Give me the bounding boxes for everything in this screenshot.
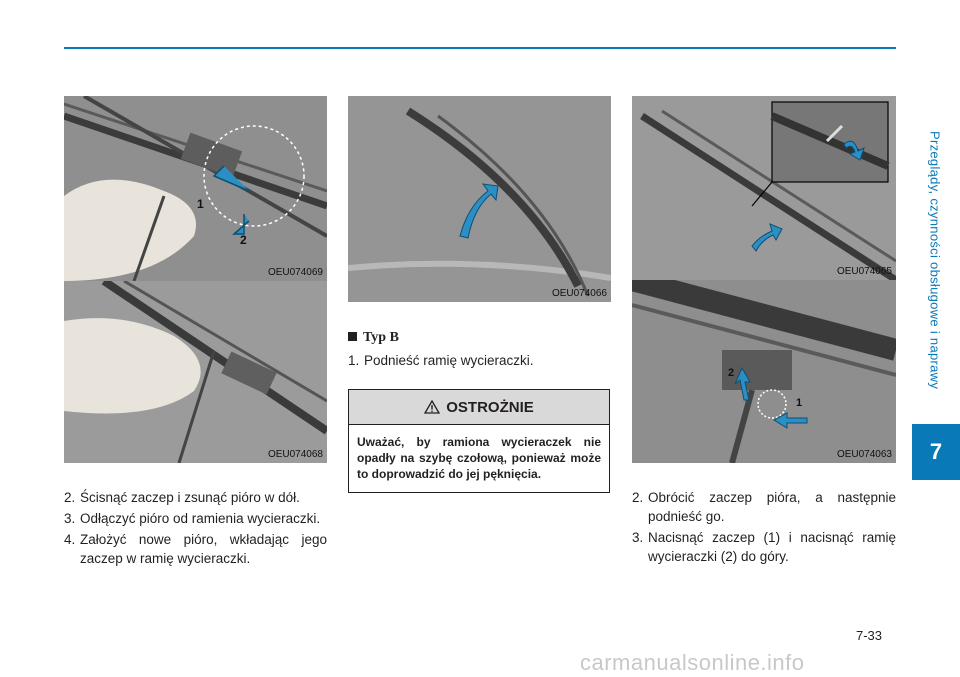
- caution-text: Uważać, by ramiona wycieraczek nie opadł…: [357, 435, 601, 481]
- illustration-raised-wiper-arm: [348, 96, 611, 302]
- step-number: 2.: [632, 490, 644, 505]
- type-heading-text: Typ B: [363, 330, 399, 345]
- step-number: 3.: [632, 530, 644, 545]
- figure-detach-blade: OEU074068: [64, 281, 327, 463]
- warning-triangle-icon: [424, 400, 441, 414]
- callout-2: 2: [240, 233, 247, 247]
- step-2: 2. Obrócić zaczep pióra, a następnie podn…: [632, 488, 896, 526]
- caution-header: OSTROŻNIE: [349, 390, 609, 425]
- figure-raise-arm: OEU074066: [348, 96, 611, 302]
- right-steps: 2. Obrócić zaczep pióra, a następnie podn…: [632, 488, 896, 568]
- illustration-detached-blade: [64, 281, 327, 463]
- step-text: Ścisnąć zaczep i zsunąć pióro w dół.: [80, 490, 300, 505]
- figure-code: OEU074063: [836, 449, 892, 460]
- caution-title: OSTROŻNIE: [446, 398, 534, 416]
- figure-code: OEU074066: [551, 288, 607, 299]
- step-number: 2.: [64, 490, 76, 505]
- figure-code: OEU074065: [836, 266, 892, 277]
- illustration-hand-wiper-clip: 1 2: [64, 96, 327, 281]
- illustration-press-clip-raise-arm: 2 1: [632, 280, 896, 463]
- middle-steps: 1. Podnieść ramię wycieraczki.: [348, 351, 611, 372]
- figure-code: OEU074069: [267, 267, 323, 278]
- square-bullet-icon: [348, 332, 357, 341]
- type-heading: Typ B: [348, 330, 399, 346]
- figure-rotate-clip: OEU074065: [632, 96, 896, 280]
- step-number: 1.: [348, 353, 360, 368]
- step-text: Założyć nowe pióro, wkładając jego zacze…: [80, 532, 327, 566]
- page-number: 7-33: [856, 628, 883, 643]
- chapter-title: Przeglądy, czynności obsługowe i naprawy: [927, 130, 943, 390]
- header-rule: [64, 47, 896, 49]
- callout-1: 1: [796, 397, 802, 409]
- step-4: 4. Założyć nowe pióro, wkładając jego zac…: [64, 530, 327, 568]
- left-steps: 2. Ścisnąć zaczep i zsunąć pióro w dół. 3…: [64, 488, 327, 570]
- step-3: 3. Nacisnąć zaczep (1) i nacisnąć ramię w…: [632, 528, 896, 566]
- illustration-rotate-clip: [632, 96, 896, 280]
- step-text: Nacisnąć zaczep (1) i nacisnąć ramię wyc…: [648, 530, 896, 564]
- step-text: Podnieść ramię wycieraczki.: [364, 353, 534, 368]
- callout-2: 2: [728, 367, 734, 379]
- figure-press-clip: 2 1 OEU074063: [632, 280, 896, 463]
- caution-box: OSTROŻNIE Uważać, by ramiona wycieraczek…: [348, 389, 610, 493]
- watermark: carmanualsonline.info: [580, 650, 805, 675]
- step-3: 3. Odłączyć pióro od ramienia wycieraczki…: [64, 509, 327, 528]
- figure-release-clip: 1 2 OEU074069: [64, 96, 327, 281]
- chapter-number: 7: [912, 424, 960, 480]
- step-2: 2. Ścisnąć zaczep i zsunąć pióro w dół.: [64, 488, 327, 507]
- step-number: 4.: [64, 532, 76, 547]
- step-1: 1. Podnieść ramię wycieraczki.: [348, 351, 611, 370]
- figure-code: OEU074068: [267, 449, 323, 460]
- step-number: 3.: [64, 511, 76, 526]
- step-text: Odłączyć pióro od ramienia wycieraczki.: [80, 511, 321, 526]
- callout-1: 1: [197, 197, 204, 211]
- step-text: Obrócić zaczep pióra, a następnie podnie…: [648, 490, 896, 524]
